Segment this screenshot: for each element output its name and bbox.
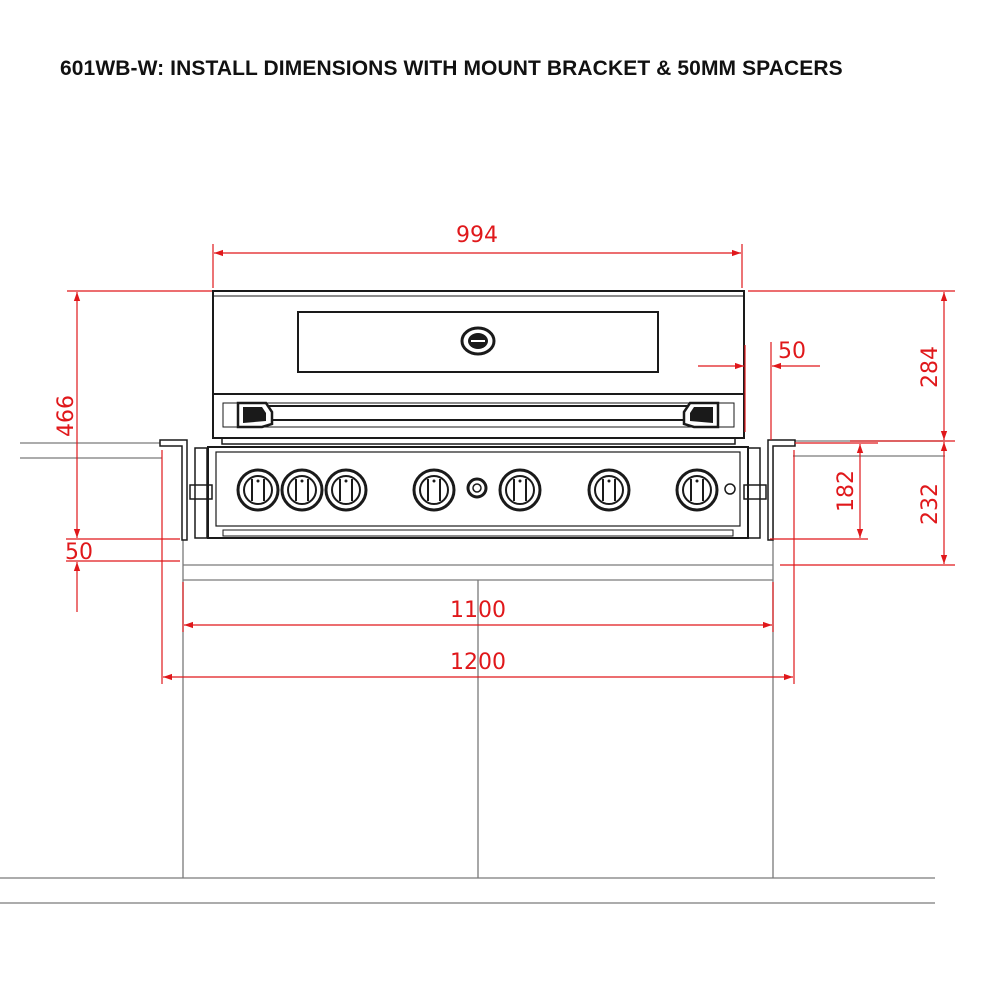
hood-window: [297, 311, 659, 373]
page-title: 601WB-W: INSTALL DIMENSIONS WITH MOUNT B…: [60, 57, 843, 80]
label-182: 182: [834, 470, 859, 512]
dimension-50-bottom: [66, 560, 180, 612]
label-994: 994: [456, 223, 498, 248]
mount-bracket-left: [159, 439, 213, 541]
control-knob-icon: [236, 468, 280, 512]
control-knob-icon: [324, 468, 368, 512]
dimension-284: [748, 290, 955, 442]
control-knob-icon: [587, 468, 631, 512]
brand-badge-icon: [460, 326, 496, 356]
dimension-466: [66, 290, 212, 540]
lid-handle-icon: [255, 405, 701, 421]
dimension-994: [212, 244, 743, 288]
dimension-50-spacer: [698, 342, 820, 440]
control-knob-icon: [498, 468, 542, 512]
dimension-1200: [161, 450, 795, 684]
dimension-182: [770, 442, 878, 540]
bbq-control-panel: [207, 446, 749, 539]
control-knob-icon: [675, 468, 719, 512]
dimension-232: [780, 442, 955, 566]
label-232: 232: [918, 483, 943, 525]
bench-structure: [0, 440, 945, 904]
ignition-button-icon: [466, 477, 488, 499]
control-knob-icon: [412, 468, 456, 512]
label-50-spacer: 50: [778, 339, 806, 364]
dimension-1100: [182, 582, 774, 632]
label-50-bottom: 50: [65, 540, 93, 565]
bbq-unit: [207, 290, 749, 539]
control-knob-icon: [280, 468, 324, 512]
mount-bracket-right: [743, 439, 796, 541]
label-466: 466: [54, 395, 79, 437]
label-284: 284: [918, 346, 943, 388]
label-1100: 1100: [450, 598, 506, 623]
label-1200: 1200: [450, 650, 506, 675]
